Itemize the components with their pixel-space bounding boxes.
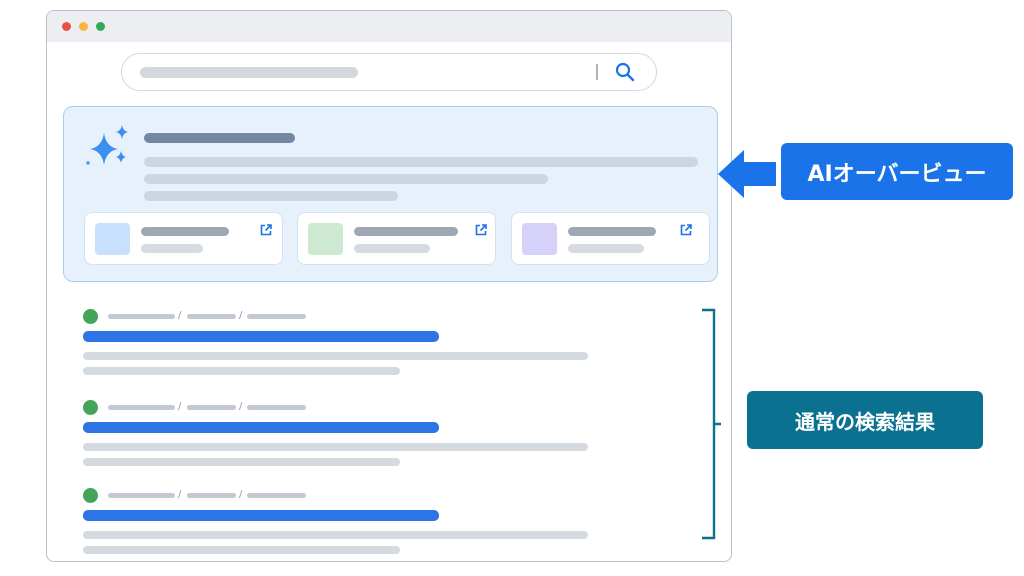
- source-card[interactable]: [84, 212, 283, 265]
- source-meta-bar: [354, 244, 430, 253]
- ai-overview-callout: AIオーバービュー: [781, 143, 1013, 200]
- result-title-link[interactable]: [83, 331, 439, 342]
- result-snippet-line: [83, 458, 400, 466]
- maximize-window-dot[interactable]: [96, 22, 105, 31]
- breadcrumb-separator: /: [178, 310, 182, 321]
- site-favicon: [83, 309, 98, 324]
- sparkles-icon: [86, 125, 128, 165]
- source-title-bar: [568, 227, 656, 236]
- source-meta-bar: [141, 244, 203, 253]
- breadcrumb-separator: /: [178, 489, 182, 500]
- browser-window: / / / / / /: [46, 10, 732, 562]
- result-snippet-line: [83, 531, 588, 539]
- result-snippet-line: [83, 367, 400, 375]
- search-divider: [596, 64, 598, 80]
- source-thumbnail: [308, 223, 343, 255]
- search-result[interactable]: / /: [83, 309, 603, 379]
- source-meta-bar: [568, 244, 644, 253]
- search-result[interactable]: / /: [83, 488, 603, 558]
- source-thumbnail: [522, 223, 557, 255]
- breadcrumb-segment: [108, 405, 175, 410]
- overview-text-line: [144, 174, 548, 184]
- minimize-window-dot[interactable]: [79, 22, 88, 31]
- breadcrumb-segment: [187, 405, 236, 410]
- search-icon[interactable]: [614, 61, 636, 83]
- external-link-icon[interactable]: [474, 223, 488, 237]
- result-snippet-line: [83, 352, 588, 360]
- normal-results-callout: 通常の検索結果: [747, 391, 983, 449]
- breadcrumb-segment: [187, 493, 236, 498]
- close-window-dot[interactable]: [62, 22, 71, 31]
- source-title-bar: [354, 227, 458, 236]
- site-favicon: [83, 400, 98, 415]
- site-favicon: [83, 488, 98, 503]
- result-title-link[interactable]: [83, 510, 439, 521]
- overview-text-line: [144, 157, 698, 167]
- bracket-icon: [702, 308, 721, 540]
- source-card[interactable]: [297, 212, 496, 265]
- source-title-bar: [141, 227, 229, 236]
- overview-text-line: [144, 191, 398, 201]
- breadcrumb-segment: [108, 314, 175, 319]
- search-placeholder-bar: [140, 67, 358, 78]
- source-card[interactable]: [511, 212, 710, 265]
- browser-titlebar: [47, 11, 731, 42]
- external-link-icon[interactable]: [259, 223, 273, 237]
- source-thumbnail: [95, 223, 130, 255]
- ai-overview-panel: [63, 106, 718, 282]
- breadcrumb-separator: /: [178, 401, 182, 412]
- breadcrumb-segment: [247, 405, 306, 410]
- overview-heading-bar: [144, 133, 295, 143]
- breadcrumb-segment: [108, 493, 175, 498]
- result-snippet-line: [83, 546, 400, 554]
- search-input[interactable]: [121, 53, 657, 91]
- breadcrumb-segment: [247, 493, 306, 498]
- breadcrumb-segment: [247, 314, 306, 319]
- result-title-link[interactable]: [83, 422, 439, 433]
- breadcrumb-segment: [187, 314, 236, 319]
- breadcrumb-separator: /: [239, 489, 243, 500]
- breadcrumb-separator: /: [239, 401, 243, 412]
- left-arrow-icon: [718, 150, 776, 198]
- external-link-icon[interactable]: [679, 223, 693, 237]
- result-snippet-line: [83, 443, 588, 451]
- breadcrumb-separator: /: [239, 310, 243, 321]
- search-result[interactable]: / /: [83, 400, 603, 470]
